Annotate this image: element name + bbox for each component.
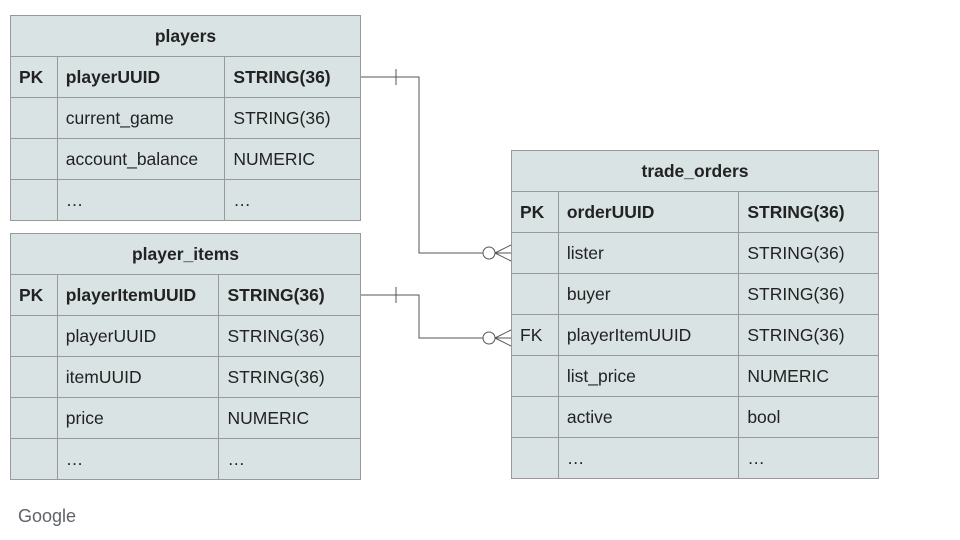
key-cell (10, 315, 58, 357)
key-cell: PK (10, 274, 58, 316)
table-row: … … (10, 179, 361, 221)
connector-line (361, 294, 483, 339)
table-title: player_items (10, 233, 361, 275)
column-type: STRING(36) (738, 232, 879, 274)
table-row: lister STRING(36) (511, 232, 879, 274)
many-marker (494, 329, 512, 347)
key-cell: PK (10, 56, 58, 98)
column-name: current_game (56, 97, 226, 139)
column-name: itemUUID (56, 356, 220, 398)
table-row: account_balance NUMERIC (10, 138, 361, 180)
table-row: playerUUID STRING(36) (10, 315, 361, 357)
key-cell (10, 97, 58, 139)
table-row: itemUUID STRING(36) (10, 356, 361, 398)
zero-marker (482, 246, 496, 260)
relationship-player-items-to-trade-orders (361, 287, 512, 347)
column-type: NUMERIC (738, 355, 879, 397)
table-row: PK playerItemUUID STRING(36) (10, 274, 361, 316)
players-table: players PK playerUUID STRING(36) current… (10, 15, 361, 221)
table-title: trade_orders (511, 150, 879, 192)
column-type: … (738, 437, 879, 479)
key-cell (511, 273, 559, 315)
column-type: STRING(36) (218, 356, 361, 398)
key-cell (511, 437, 559, 479)
table-row: FK playerItemUUID STRING(36) (511, 314, 879, 356)
table-row: … … (10, 438, 361, 480)
table-row: PK orderUUID STRING(36) (511, 191, 879, 233)
column-type: STRING(36) (218, 315, 361, 357)
column-name: active (557, 396, 740, 438)
column-name: … (56, 179, 226, 221)
connector-line (361, 76, 483, 254)
column-type: STRING(36) (738, 273, 879, 315)
key-cell (511, 396, 559, 438)
trade-orders-table: trade_orders PK orderUUID STRING(36) lis… (511, 150, 879, 479)
column-type: STRING(36) (218, 274, 361, 316)
player-items-table: player_items PK playerItemUUID STRING(36… (10, 233, 361, 480)
table-row: current_game STRING(36) (10, 97, 361, 139)
column-name: … (557, 437, 740, 479)
table-row: … … (511, 437, 879, 479)
key-cell (10, 397, 58, 439)
column-type: NUMERIC (224, 138, 361, 180)
key-cell (10, 356, 58, 398)
column-type: NUMERIC (218, 397, 361, 439)
table-row: PK playerUUID STRING(36) (10, 56, 361, 98)
table-title: players (10, 15, 361, 57)
zero-marker (482, 331, 496, 345)
column-name: playerUUID (56, 56, 226, 98)
column-name: … (56, 438, 220, 480)
many-marker (494, 244, 512, 262)
relationship-players-to-trade-orders (361, 69, 512, 262)
key-cell (10, 138, 58, 180)
column-name: playerItemUUID (557, 314, 740, 356)
column-type: … (224, 179, 361, 221)
google-logo: Google (18, 506, 77, 526)
column-name: account_balance (56, 138, 226, 180)
column-type: … (218, 438, 361, 480)
column-type: STRING(36) (224, 97, 361, 139)
column-name: lister (557, 232, 740, 274)
